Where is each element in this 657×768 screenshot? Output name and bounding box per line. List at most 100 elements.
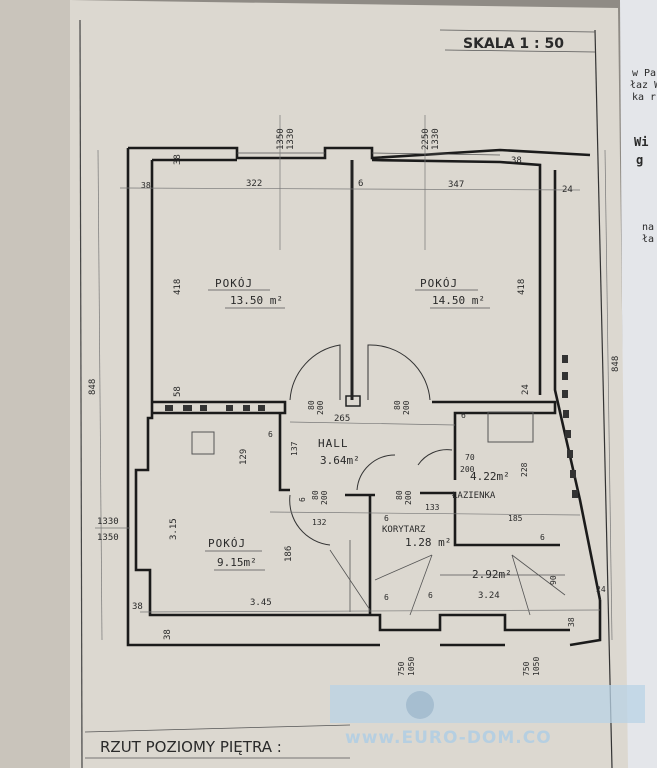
dim: 80 (307, 400, 316, 410)
room-name: POKÓJ (215, 277, 253, 290)
dim: 24 (596, 585, 606, 594)
drawing-sheet (70, 0, 628, 768)
dim: 200 (316, 400, 325, 415)
watermark-text: www.EURO-DOM.CO (345, 728, 552, 748)
dimension-lines (95, 115, 613, 641)
dim: 6 (298, 497, 307, 502)
dim: 228 (520, 462, 529, 477)
dim: 6 (461, 411, 466, 420)
sheet-border-left (79, 19, 83, 768)
room-area: 9.15m² (217, 556, 257, 569)
dim: 133 (425, 503, 440, 512)
dim: 129 (239, 449, 249, 465)
dim: 58 (173, 386, 183, 397)
dim: 1330 (286, 128, 296, 150)
dim: 265 (334, 414, 350, 424)
room-right: POKÓJ 14.50 m² (415, 277, 490, 309)
boiler (191, 431, 215, 455)
dim: 3.45 (250, 598, 272, 608)
room-area: 13.50 m² (230, 294, 283, 307)
scale-rule-bottom (444, 49, 596, 53)
dim: 6 (540, 533, 545, 542)
side-paper (620, 0, 657, 768)
dim: 2250 (421, 128, 431, 150)
scale-label: SKALA 1 : 50 (463, 36, 564, 52)
dim: 38 (173, 154, 183, 165)
dim: 70 (465, 453, 475, 462)
dim: 1050 (407, 657, 416, 676)
dim: 200 (402, 400, 411, 415)
dim: 24 (521, 384, 531, 395)
room-name: HALL (318, 437, 349, 450)
dim: 418 (173, 279, 183, 295)
dim: 848 (611, 356, 621, 372)
fragment: ka r (632, 92, 656, 103)
dim: 80 (393, 400, 402, 410)
room-area: 14.50 m² (432, 294, 485, 307)
fragment: łaz W (630, 80, 657, 91)
dim: 6 (268, 430, 273, 439)
fragment: ła (642, 234, 654, 245)
room-area: 3.64m² (320, 454, 360, 467)
dim: 1350 (276, 128, 286, 150)
bathroom: 4.22m² ŁAZIENKA (451, 470, 510, 501)
fragment: Wi (634, 135, 648, 149)
dim: 418 (517, 279, 527, 295)
fragment: w Pa (632, 68, 656, 79)
dim: 200 (404, 490, 413, 505)
dim: 848 (88, 379, 98, 395)
dim: 1330 (431, 128, 441, 150)
dim: 90 (549, 575, 558, 585)
door-swings (289, 344, 453, 546)
side-paper-text: w Pa łaz W ka r Wi g na ła (630, 68, 657, 245)
dim: 1330 (97, 517, 119, 527)
dim: 750 (522, 661, 531, 676)
dim: 750 (397, 661, 406, 676)
dim: 1050 (532, 657, 541, 676)
watermark-banner (330, 685, 645, 723)
dim: 6 (358, 179, 363, 189)
dim: 137 (290, 441, 299, 456)
room-name: POKÓJ (420, 277, 458, 290)
sheet-border-right (594, 29, 613, 768)
dim: 186 (284, 546, 294, 562)
dim: 38 (141, 181, 151, 190)
room-name: POKÓJ (208, 537, 246, 550)
bathtub (487, 411, 534, 443)
corridor: KORYTARZ 1.28 m² (382, 525, 451, 549)
dim: 6 (428, 591, 433, 600)
dim: 38 (511, 156, 522, 166)
dim: 200 (320, 490, 329, 505)
dim: 6 (384, 514, 389, 523)
room-left: POKÓJ 13.50 m² (208, 277, 285, 309)
dim: 185 (508, 514, 523, 523)
dim: 347 (448, 180, 464, 190)
sheet-title: RZUT POZIOMY PIĘTRA : (100, 738, 282, 756)
dimension-labels: 1350 1330 2250 1330 322 6 347 24 38 38 3… (88, 128, 621, 676)
dim: 80 (311, 490, 320, 500)
dim: 1350 (97, 533, 119, 543)
walls (126, 146, 602, 647)
globe-logo-icon (406, 691, 434, 719)
left-paper-edge (0, 0, 72, 768)
dim: 6 (384, 593, 389, 602)
dim: 24 (562, 185, 573, 195)
stairs-area: 2.92m² (472, 568, 512, 581)
room-area: 1.28 m² (405, 536, 451, 549)
stairs (329, 540, 566, 616)
room-area: 4.22m² (470, 470, 510, 483)
scale-rule-top (439, 29, 596, 33)
dim: 3.15 (169, 518, 179, 540)
room-name: KORYTARZ (382, 525, 426, 535)
chimney-flues (165, 355, 578, 498)
dim: 38 (567, 617, 576, 627)
title-rule-top (84, 724, 351, 733)
dim: 3.24 (478, 591, 500, 601)
room-area: 2.92m² (472, 568, 512, 581)
dim: 38 (163, 629, 173, 640)
hall: HALL 3.64m² (318, 437, 360, 467)
fragment: g (636, 153, 643, 167)
dim: 38 (132, 602, 143, 612)
dim: 200 (460, 465, 475, 474)
